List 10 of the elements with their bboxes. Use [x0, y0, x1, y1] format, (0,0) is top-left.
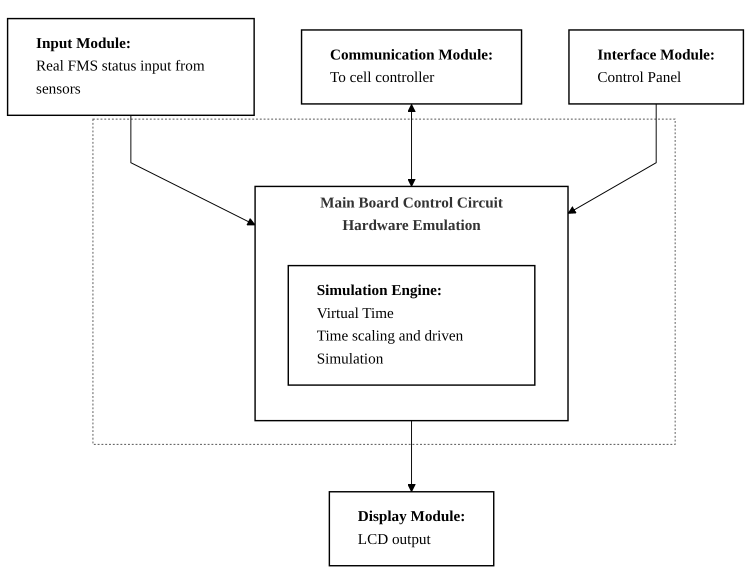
node-box: Communication Module: To cell controller: [300, 29, 522, 104]
cluster: [92, 118, 676, 445]
arrow: [130, 114, 256, 226]
node-box: Display Module: LCD output: [328, 490, 494, 566]
arrow: [407, 104, 416, 187]
node-box: Input Module: Real FMS status input from sensors: [6, 18, 255, 116]
node-box: Simulation Engine: Virtual Time Time scaling and driven Simulation: [288, 264, 536, 386]
arrow: [407, 420, 416, 492]
arrow: [568, 103, 657, 214]
node-box: Interface Module: Control Panel: [568, 29, 744, 104]
